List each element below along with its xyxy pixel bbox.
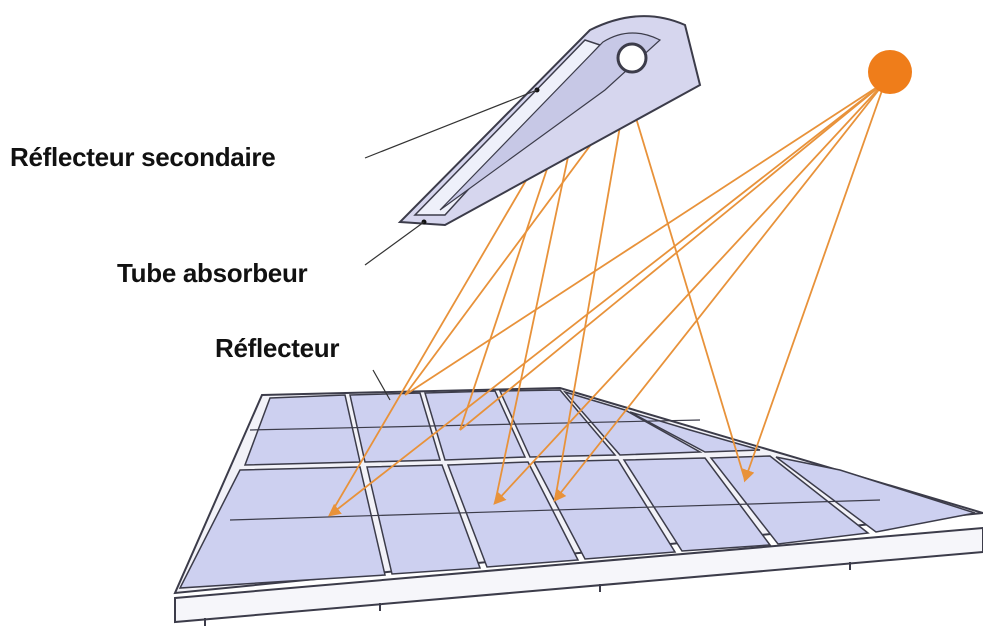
leader-lines — [364, 89, 538, 401]
support-frame — [174, 526, 983, 626]
light-rays — [328, 19, 886, 517]
secondary-reflector-label: Réflecteur secondaire — [10, 142, 276, 172]
absorber-tube-label: Tube absorbeur — [117, 258, 308, 288]
sun-icon — [868, 50, 912, 94]
receiver-icon — [397, 15, 702, 227]
mirror-field-icon — [173, 386, 983, 595]
reflector-label: Réflecteur — [215, 333, 340, 363]
